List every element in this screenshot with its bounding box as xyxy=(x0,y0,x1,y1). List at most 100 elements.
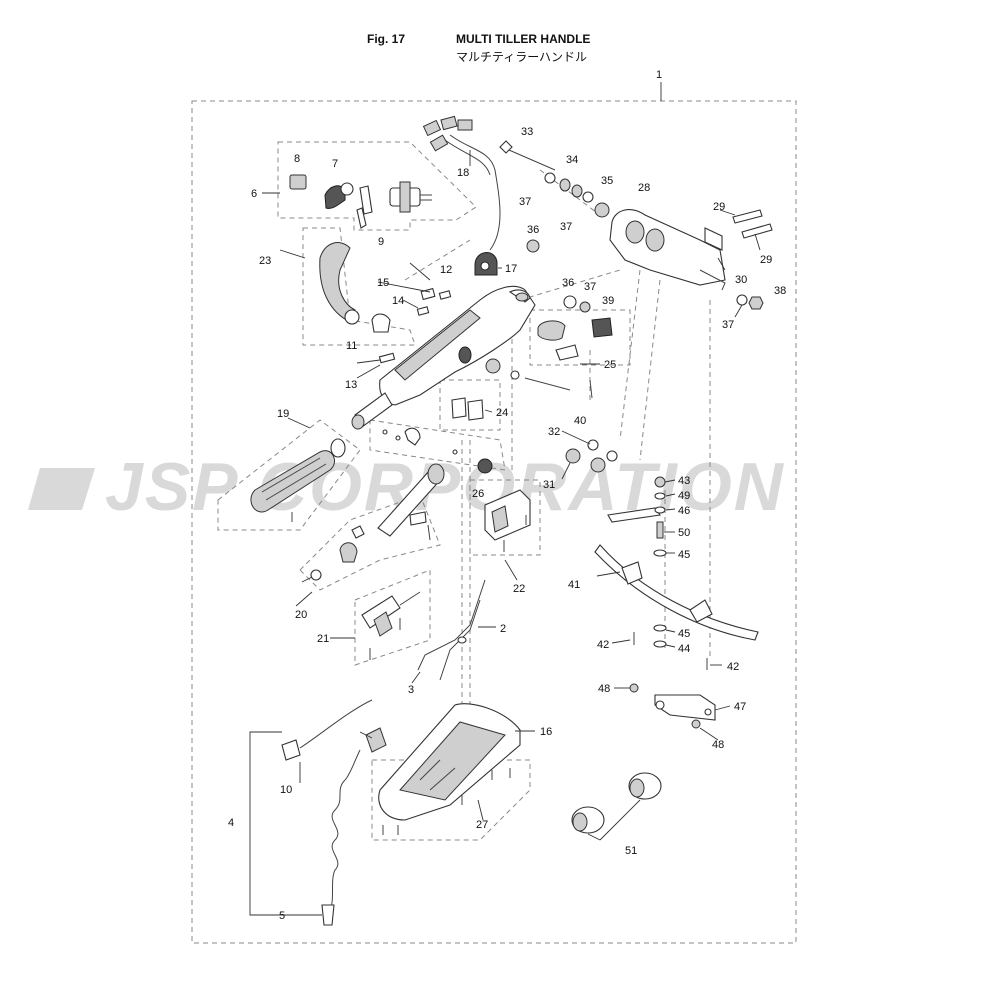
callout-18: 18 xyxy=(457,167,469,179)
callout-46: 46 xyxy=(678,505,690,517)
group-20-box xyxy=(299,494,441,591)
group-26-box xyxy=(369,419,506,471)
diagram-title: MULTI TILLER HANDLE xyxy=(456,32,591,46)
callout-43: 43 xyxy=(678,475,690,487)
callout-21: 21 xyxy=(317,633,329,645)
group-27-box xyxy=(371,759,531,841)
nut-part-36 xyxy=(526,239,591,313)
callout-31: 31 xyxy=(543,479,555,491)
callout-14: 14 xyxy=(392,295,404,307)
stop-switch-lanyard-parts-4-5-10 xyxy=(281,699,387,926)
callout-29b: 29 xyxy=(760,254,772,266)
callout-23: 23 xyxy=(259,255,271,267)
callout-35: 35 xyxy=(601,175,613,187)
callout-49: 49 xyxy=(678,490,690,502)
callout-42a: 42 xyxy=(597,639,609,651)
callout-3: 3 xyxy=(408,684,414,696)
callout-6: 6 xyxy=(251,188,257,200)
callout-17: 17 xyxy=(505,263,517,275)
watermark: JSP CORPORATION xyxy=(28,449,783,525)
grip-part-19 xyxy=(250,438,346,522)
bolt-part-33 xyxy=(499,140,556,171)
callout-19: 19 xyxy=(277,408,289,420)
friction-plate-part-41 xyxy=(594,544,759,641)
callout-37b: 37 xyxy=(560,221,572,233)
parts-group-22 xyxy=(484,489,531,552)
callout-4: 4 xyxy=(228,817,234,829)
cables-parts-2-3 xyxy=(417,579,486,681)
callout-36b: 36 xyxy=(562,277,574,289)
callout-51: 51 xyxy=(625,845,637,857)
callout-48a: 48 xyxy=(598,683,610,695)
callout-15: 15 xyxy=(377,277,389,289)
wire-harness-part-18 xyxy=(422,115,501,251)
callout-41: 41 xyxy=(568,579,580,591)
callout-48b: 48 xyxy=(712,739,724,751)
callout-13: 13 xyxy=(345,379,357,391)
lower-case-part-16 xyxy=(378,703,521,835)
callout-40: 40 xyxy=(574,415,586,427)
callout-50: 50 xyxy=(678,527,690,539)
callout-38: 38 xyxy=(774,285,786,297)
callout-5: 5 xyxy=(279,910,285,922)
callout-37c: 37 xyxy=(584,281,596,293)
callout-12: 12 xyxy=(440,264,452,276)
washers-34-35-37 xyxy=(544,172,610,218)
screws-part-42 xyxy=(633,632,708,670)
callout-47: 47 xyxy=(734,701,746,713)
callout-11: 11 xyxy=(346,340,357,352)
callout-39: 39 xyxy=(602,295,614,307)
switch-parts-group-6 xyxy=(289,174,432,229)
throttle-shaft-part-26 xyxy=(377,427,493,537)
group-19-box xyxy=(217,419,361,531)
callout-27: 27 xyxy=(476,819,488,831)
bracket-part-28 xyxy=(609,209,726,291)
callout-28: 28 xyxy=(638,182,650,194)
callout-29a: 29 xyxy=(713,201,725,213)
callout-44: 44 xyxy=(678,643,690,655)
throttle-lever-part-23 xyxy=(319,242,391,333)
bushings-parts-31-32 xyxy=(565,439,618,473)
callout-1: 1 xyxy=(656,69,662,81)
callout-24: 24 xyxy=(496,407,508,419)
callout-25: 25 xyxy=(604,359,616,371)
callout-16: 16 xyxy=(540,726,552,738)
group-23-box xyxy=(302,227,416,346)
parts-25-39 xyxy=(537,317,613,399)
callout-20: 20 xyxy=(295,609,307,621)
group-25-box xyxy=(529,309,631,366)
bracket-part-47 xyxy=(629,683,716,729)
callout-32: 32 xyxy=(548,426,560,438)
callout-8: 8 xyxy=(294,153,300,165)
callout-42b: 42 xyxy=(727,661,739,673)
callout-22: 22 xyxy=(513,583,525,595)
decals-parts-11-15 xyxy=(378,287,452,364)
callout-37a: 37 xyxy=(519,196,531,208)
callout-30: 30 xyxy=(735,274,747,286)
callout-45a: 45 xyxy=(678,549,690,561)
group-24-box xyxy=(439,379,501,431)
callout-2: 2 xyxy=(500,623,506,635)
pins-part-29 xyxy=(732,209,773,239)
figure-label: Fig. 17 xyxy=(367,32,406,46)
shaft-near-25 xyxy=(485,358,571,391)
grommet-part-17 xyxy=(474,252,498,276)
callout-26: 26 xyxy=(472,488,484,500)
parts-group-20 xyxy=(310,511,431,581)
callout-9: 9 xyxy=(378,236,384,248)
knobs-part-51 xyxy=(571,772,662,834)
callout-45b: 45 xyxy=(678,628,690,640)
group-22-box xyxy=(469,479,541,556)
diagram-title-jp: マルチティラーハンドル xyxy=(456,50,588,64)
watermark-logo-mark xyxy=(28,468,95,510)
assembly-frame xyxy=(191,100,797,944)
callout-33: 33 xyxy=(521,126,533,138)
callout-36a: 36 xyxy=(527,224,539,236)
callout-7: 7 xyxy=(332,158,338,170)
leader-lines xyxy=(249,150,761,916)
group-6-box xyxy=(277,141,477,231)
callout-37d: 37 xyxy=(722,319,734,331)
clips-part-24 xyxy=(451,397,484,421)
